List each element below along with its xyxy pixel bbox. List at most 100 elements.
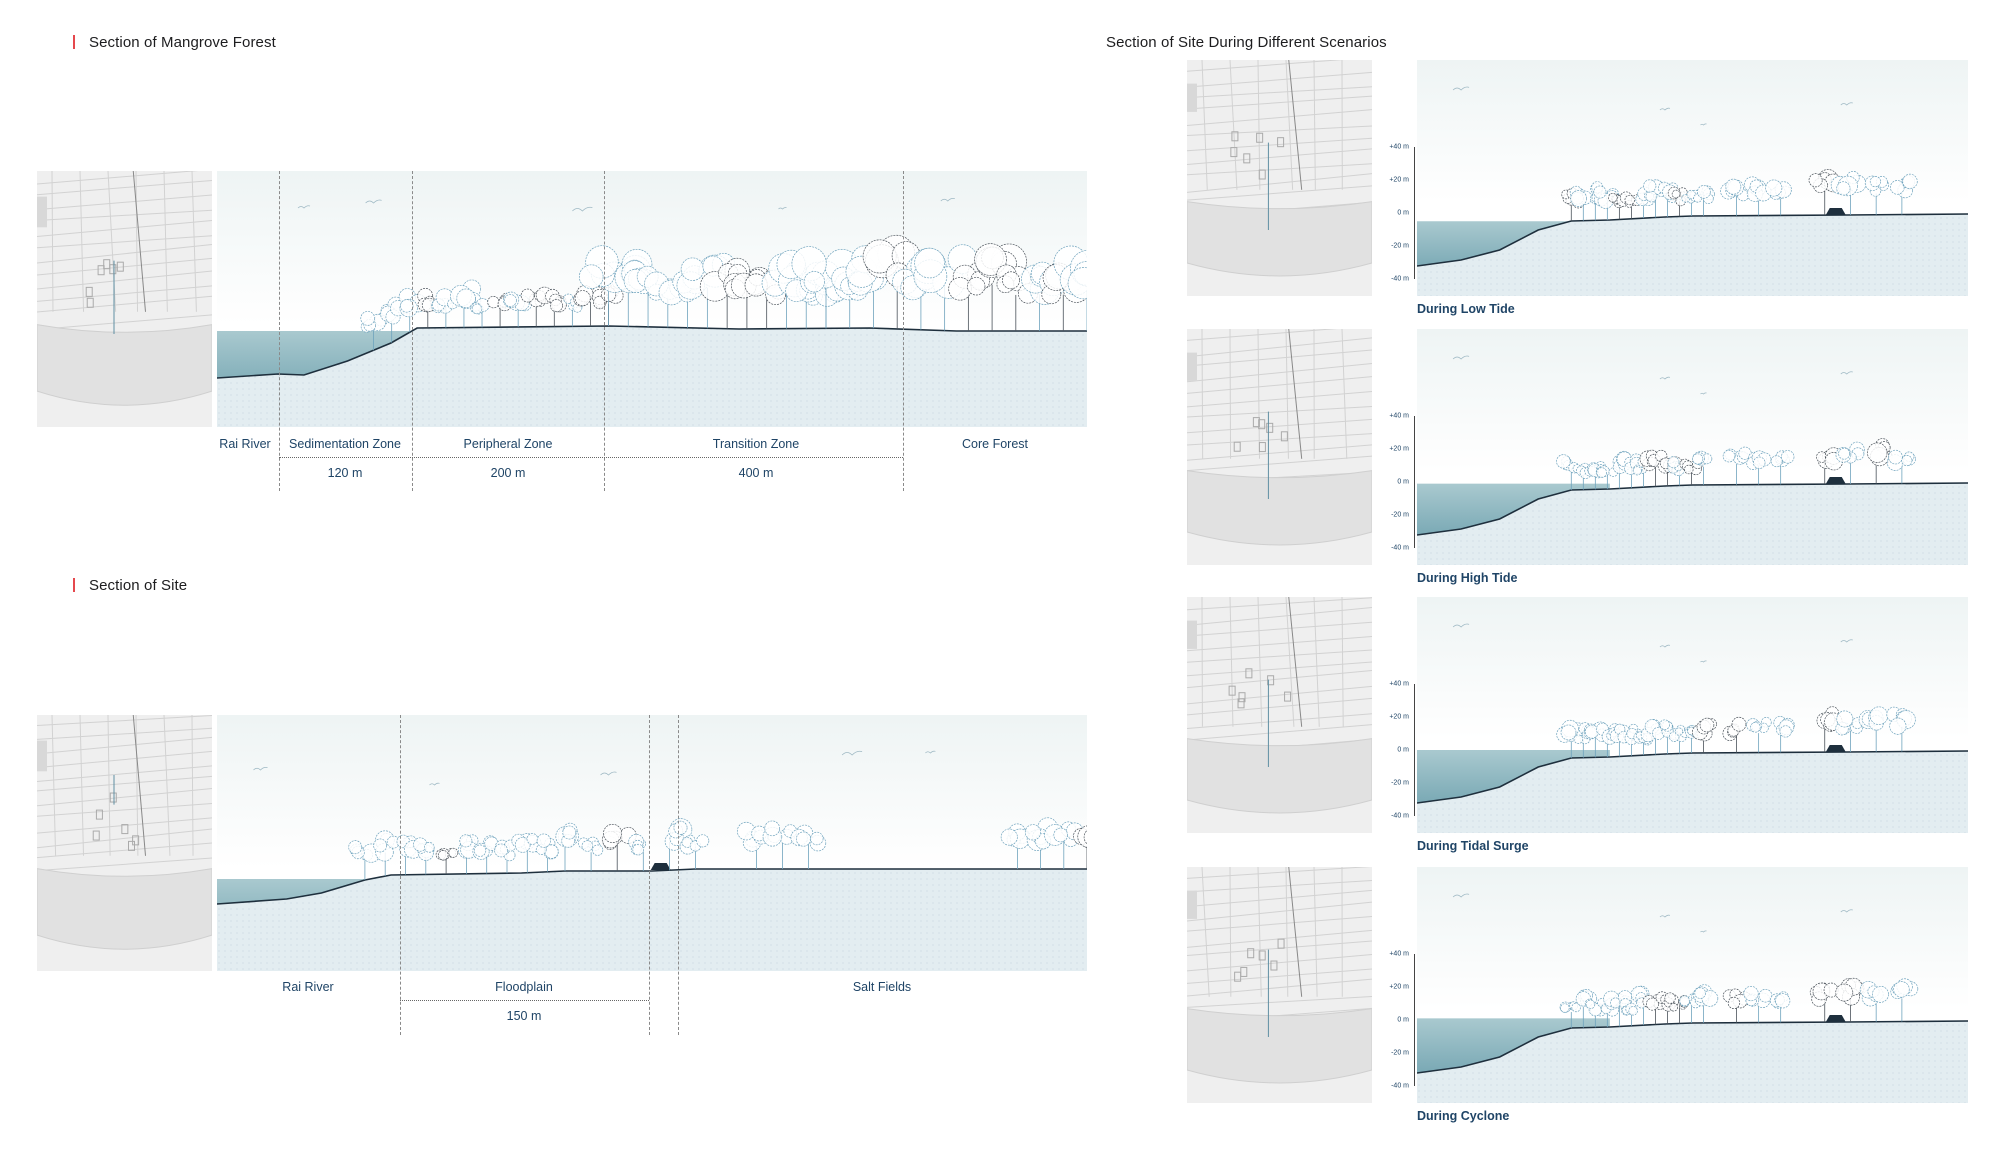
parcel-line	[1187, 349, 1372, 367]
tree-icon	[1773, 716, 1795, 753]
parcel-line	[51, 715, 57, 856]
scenario-caption: During Cyclone	[1417, 1109, 1510, 1123]
road-line	[1288, 597, 1303, 727]
tree-icon	[1640, 719, 1665, 755]
parcel-line	[1257, 597, 1263, 727]
parcel-line	[1187, 163, 1372, 176]
parcel-line	[1187, 329, 1338, 341]
soil-mass	[217, 869, 1087, 971]
tree-icon	[736, 821, 769, 869]
embankment	[1825, 745, 1846, 752]
parcel-line	[135, 715, 139, 856]
parcel-line	[1187, 879, 1372, 893]
parcel-line	[1257, 867, 1262, 997]
river-shape	[37, 868, 212, 950]
parcel-line	[1187, 669, 1372, 689]
tree-icon	[1835, 977, 1865, 1022]
tree-icon	[1890, 173, 1918, 215]
building-icon	[1280, 431, 1288, 442]
bird-icon	[253, 766, 268, 771]
tree-icon	[1859, 981, 1889, 1022]
ground-line	[217, 868, 1087, 905]
building-icon	[1258, 442, 1266, 453]
road-line	[1288, 60, 1303, 190]
parcel-line	[1285, 329, 1289, 459]
dimension-label: 400 m	[738, 466, 774, 480]
tree-icon	[1556, 719, 1586, 758]
tree-icon	[511, 833, 542, 873]
parcel-line	[37, 171, 199, 185]
parcel-line	[79, 171, 85, 312]
tree-icon	[1858, 706, 1889, 752]
parcel-line	[37, 209, 212, 221]
parcel-line	[1187, 148, 1372, 166]
building-icon	[1243, 153, 1251, 164]
axis-line	[1414, 684, 1415, 816]
parcel-line	[1187, 685, 1372, 705]
parcel-line	[1187, 621, 1372, 637]
embankment	[1825, 477, 1846, 484]
parcel-line	[1285, 867, 1289, 997]
accent-bar	[73, 35, 75, 49]
building-icon	[128, 840, 136, 851]
parcel-line	[79, 715, 85, 856]
section-title-scenarios: Section of Site During Different Scenari…	[1106, 34, 1387, 51]
tree-icon	[472, 835, 499, 874]
parcel-line	[191, 715, 194, 856]
building-icon	[121, 824, 129, 835]
tree-icon	[628, 833, 646, 871]
building-icon	[92, 830, 100, 841]
tree-icon	[974, 243, 1027, 331]
axis-tick-label: -40 m	[1391, 812, 1409, 820]
river-shape	[1187, 470, 1372, 546]
title-text: Section of Mangrove Forest	[89, 34, 276, 51]
bird-icon	[841, 750, 863, 756]
parcel-line	[1229, 867, 1232, 997]
soil-mass	[1417, 751, 1968, 833]
building-icon	[85, 286, 93, 297]
locator-map-scenario	[1187, 597, 1372, 833]
parcel-line	[1257, 329, 1260, 459]
parcel-line	[1187, 363, 1372, 383]
zone-divider	[400, 715, 401, 1035]
parcel-line	[1229, 329, 1232, 459]
axis-tick-label: 0 m	[1397, 746, 1409, 754]
ground-line	[1417, 213, 1968, 267]
locator-map-mangrove	[37, 171, 212, 427]
zone-divider	[903, 171, 904, 491]
dimension-label: 200 m	[490, 466, 526, 480]
building-icon	[1187, 83, 1197, 112]
parcel-line	[1201, 867, 1210, 997]
axis-tick-label: +20 m	[1389, 983, 1409, 991]
zone-divider	[279, 171, 280, 491]
parcel-line	[1187, 376, 1372, 394]
parcel-line	[1187, 418, 1372, 434]
axis-tick-label: -40 m	[1391, 1082, 1409, 1090]
building-icon	[1277, 137, 1285, 148]
ground-line	[1417, 482, 1968, 536]
parcel-line	[37, 270, 212, 290]
bird-icon	[1452, 623, 1470, 628]
ground-line	[1417, 750, 1968, 804]
soil-mass	[1417, 483, 1968, 565]
section-drawing-scenario	[1417, 329, 1968, 565]
zone-label: Core Forest	[962, 437, 1028, 451]
bird-icon	[365, 199, 382, 204]
parcel-line	[1187, 95, 1372, 110]
building-icon	[1187, 890, 1197, 919]
bird-icon	[1840, 909, 1853, 913]
bird-icon	[1659, 644, 1671, 648]
zone-label: Transition Zone	[712, 437, 800, 451]
dimension-line	[400, 1000, 649, 1001]
parcel-line	[37, 750, 212, 769]
tree-icon	[1746, 450, 1772, 485]
tree-icon	[1693, 984, 1719, 1023]
parcel-line	[1187, 390, 1372, 408]
tree-icon	[1809, 982, 1839, 1023]
parcel-line	[1187, 697, 1372, 716]
ground-line	[1417, 1020, 1968, 1074]
building-icon	[109, 264, 117, 275]
parcel-line	[1201, 329, 1204, 459]
tree-icon	[413, 837, 435, 875]
